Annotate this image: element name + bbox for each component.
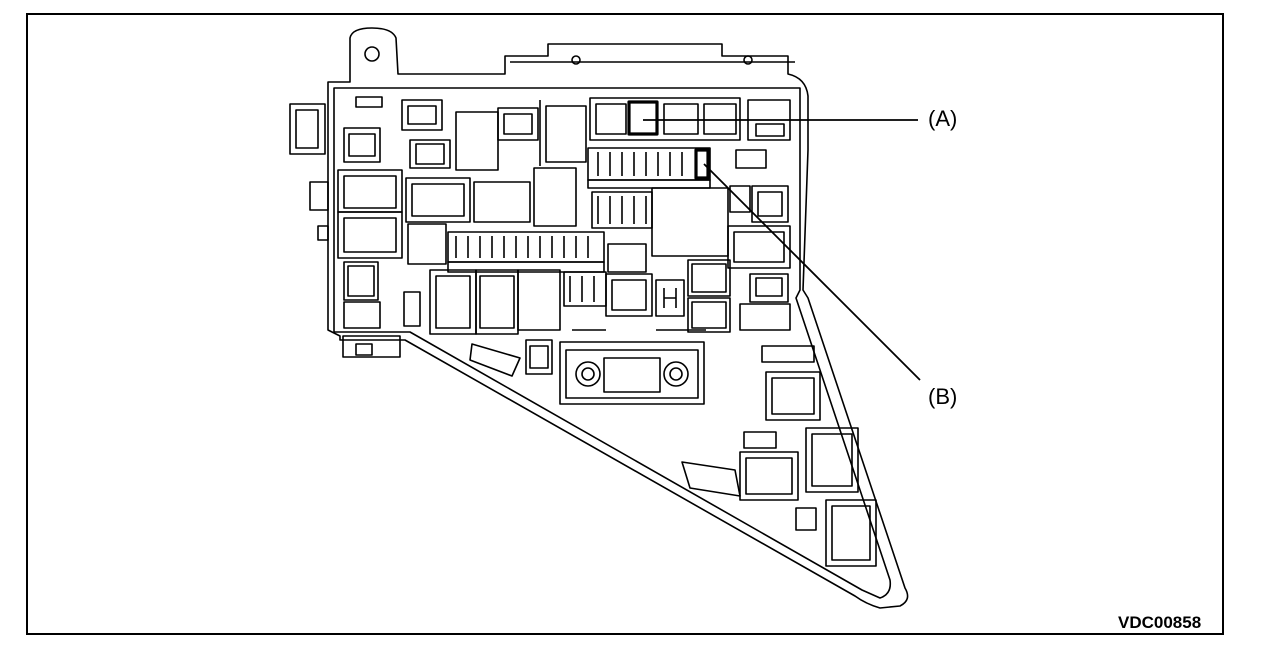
extension-components: [739, 345, 877, 567]
leader-line-b: [703, 163, 921, 381]
highlighted-fuses: [627, 100, 710, 180]
upper-left-components: [337, 99, 587, 329]
fuse-b-highlight: [694, 148, 710, 180]
main-fuse-block: [559, 341, 705, 405]
figure-code: VDC00858: [1118, 613, 1202, 632]
right-components: [591, 185, 791, 331]
fuse-strip-upper: [587, 147, 711, 189]
callout-label-b: (B): [928, 384, 958, 409]
lower-components: [429, 243, 731, 375]
fuse-strip-middle: [447, 231, 605, 273]
top-relay-row: [589, 97, 791, 169]
housing-outline: [289, 27, 909, 609]
figure-frame: [26, 13, 1224, 635]
callout-label-a: (A): [928, 106, 958, 131]
fuse-a-highlight: [627, 100, 659, 136]
leader-lines: [643, 119, 921, 381]
